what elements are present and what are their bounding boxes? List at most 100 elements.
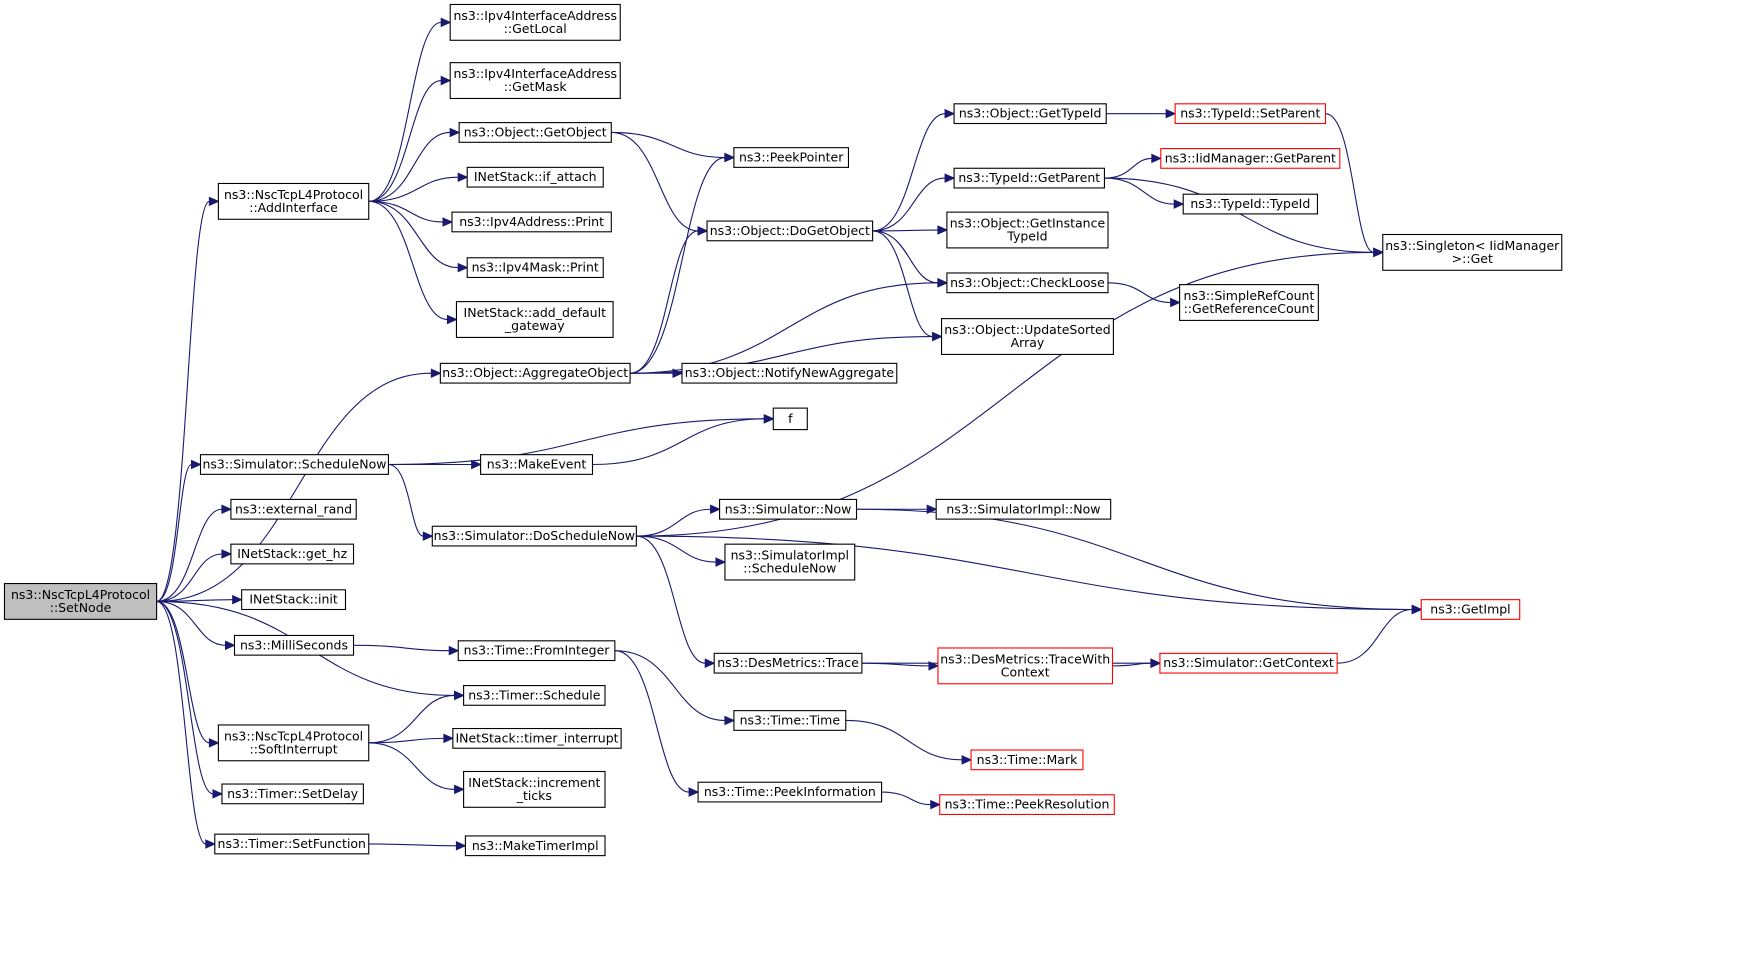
edge-arrowhead bbox=[457, 172, 469, 182]
node-label: ns3::external_rand bbox=[235, 501, 352, 516]
node-checkloose[interactable]: ns3::Object::CheckLoose bbox=[946, 272, 1109, 294]
call-edge bbox=[1108, 282, 1171, 304]
call-edge bbox=[872, 177, 946, 232]
node-timetime[interactable]: ns3::Time::Time bbox=[733, 710, 847, 731]
node-ipv4addrprint[interactable]: ns3::Ipv4Address::Print bbox=[451, 211, 612, 233]
edge-arrowhead bbox=[928, 661, 940, 671]
node-box bbox=[1182, 193, 1318, 215]
node-label: ns3::Simulator::DoScheduleNow bbox=[434, 528, 635, 543]
call-edge bbox=[872, 230, 938, 284]
edge-arrowhead bbox=[937, 225, 949, 235]
edge-arrowhead bbox=[449, 127, 461, 138]
call-edge bbox=[156, 200, 210, 602]
node-timerinterrupt[interactable]: INetStack::timer_interrupt bbox=[452, 727, 622, 749]
call-edge bbox=[368, 80, 442, 202]
node-setnode[interactable]: ns3::NscTcpL4Protocol::SetNode bbox=[3, 582, 158, 620]
node-adddefaultgw[interactable]: INetStack::add_default_gateway bbox=[455, 301, 614, 338]
edge-arrowhead bbox=[1170, 297, 1181, 308]
node-makeevent[interactable]: ns3::MakeEvent bbox=[480, 454, 594, 475]
node-simimplschedulenow[interactable]: ns3::SimulatorImpl::ScheduleNow bbox=[724, 543, 856, 581]
edge-arrowhead bbox=[446, 314, 458, 325]
node-gettypeid[interactable]: ns3::Object::GetTypeId bbox=[953, 103, 1107, 125]
node-simimplnow[interactable]: ns3::SimulatorImpl::Now bbox=[935, 498, 1112, 520]
node-notifynewagg[interactable]: ns3::Object::NotifyNewAggregate bbox=[681, 362, 898, 384]
node-setdelay[interactable]: ns3::Timer::SetDelay bbox=[221, 783, 364, 805]
node-box bbox=[464, 835, 606, 857]
node-peekresolution[interactable]: ns3::Time::PeekResolution bbox=[939, 794, 1115, 816]
node-getlocal[interactable]: ns3::Ipv4InterfaceAddress::GetLocal bbox=[449, 3, 621, 41]
node-milliseconds[interactable]: ns3::MilliSeconds bbox=[233, 634, 355, 656]
node-getcontext[interactable]: ns3::Simulator::GetContext bbox=[1159, 652, 1338, 674]
node-setfunction[interactable]: ns3::Timer::SetFunction bbox=[214, 833, 370, 855]
edge-arrowhead bbox=[457, 262, 469, 273]
call-edge bbox=[630, 282, 938, 374]
edge-arrowhead bbox=[190, 459, 202, 470]
node-label: ns3::Object::GetInstance bbox=[950, 216, 1106, 231]
edge-arrowhead bbox=[688, 787, 700, 797]
node-ipv4maskprint[interactable]: ns3::Ipv4Mask::Print bbox=[466, 257, 604, 279]
node-label: ns3::Ipv4Mask::Print bbox=[472, 260, 599, 275]
node-setparent[interactable]: ns3::TypeId::SetParent bbox=[1174, 103, 1327, 125]
node-box bbox=[217, 724, 370, 762]
node-simnow[interactable]: ns3::Simulator::Now bbox=[719, 498, 858, 520]
node-gethz[interactable]: INetStack::get_hz bbox=[230, 543, 355, 565]
node-getimpl[interactable]: ns3::GetImpl bbox=[1420, 599, 1521, 620]
node-label: INetStack::timer_interrupt bbox=[455, 730, 618, 745]
node-box bbox=[719, 498, 858, 520]
call-edge bbox=[1104, 177, 1175, 205]
call-edge bbox=[368, 176, 459, 202]
node-getrefcount[interactable]: ns3::SimpleRefCount::GetReferenceCount bbox=[1179, 284, 1319, 321]
edge-arrowhead bbox=[710, 504, 721, 515]
call-edge bbox=[630, 230, 699, 374]
call-edge bbox=[611, 131, 725, 159]
node-label: ns3::TypeId::SetParent bbox=[1180, 106, 1320, 121]
node-incrementticks[interactable]: INetStack::increment_ticks bbox=[463, 770, 606, 808]
node-box bbox=[1179, 284, 1319, 321]
node-ifattach[interactable]: INetStack::if_attach bbox=[466, 166, 604, 188]
node-iidgetparent[interactable]: ns3::IidManager::GetParent bbox=[1160, 148, 1341, 169]
call-edge bbox=[156, 600, 210, 744]
node-timemark[interactable]: ns3::Time::Mark bbox=[970, 749, 1084, 771]
node-label: ns3::NscTcpL4Protocol bbox=[224, 728, 363, 743]
node-box bbox=[1159, 652, 1338, 674]
call-edge bbox=[856, 508, 1413, 611]
call-edge bbox=[611, 131, 699, 232]
node-getmask[interactable]: ns3::Ipv4InterfaceAddress::GetMask bbox=[449, 62, 621, 100]
node-peekinformation[interactable]: ns3::Time::PeekInformation bbox=[697, 781, 883, 803]
node-peekpointer[interactable]: ns3::PeekPointer bbox=[733, 147, 850, 168]
node-box bbox=[199, 454, 389, 475]
node-frominteger[interactable]: ns3::Time::FromInteger bbox=[457, 640, 616, 662]
edge-arrowhead bbox=[442, 217, 454, 227]
edge-arrowhead bbox=[208, 738, 220, 748]
node-softinterrupt[interactable]: ns3::NscTcpL4Protocol::SoftInterrupt bbox=[217, 724, 370, 762]
node-aggregateobject[interactable]: ns3::Object::AggregateObject bbox=[439, 362, 631, 384]
node-init[interactable]: INetStack::init bbox=[241, 589, 347, 611]
node-box bbox=[953, 103, 1107, 125]
node-box bbox=[449, 3, 621, 41]
node-timerschedule[interactable]: ns3::Timer::Schedule bbox=[463, 685, 606, 706]
node-box bbox=[217, 182, 370, 220]
node-label: ns3::NscTcpL4Protocol bbox=[11, 587, 150, 602]
call-edge bbox=[592, 418, 765, 466]
edge-arrowhead bbox=[944, 108, 956, 119]
node-getobject[interactable]: ns3::Object::GetObject bbox=[458, 122, 612, 143]
node-getparent[interactable]: ns3::TypeId::GetParent bbox=[953, 167, 1105, 189]
node-typeidtypeid[interactable]: ns3::TypeId::TypeId bbox=[1182, 193, 1318, 215]
call-edge bbox=[1104, 177, 1374, 253]
node-dogetobject[interactable]: ns3::Object::DoGetObject bbox=[706, 220, 874, 242]
node-addinterface[interactable]: ns3::NscTcpL4Protocol::AddInterface bbox=[217, 182, 370, 220]
node-desmetricstrace[interactable]: ns3::DesMetrics::Trace bbox=[713, 652, 863, 674]
node-singletonget[interactable]: ns3::Singleton< IidManager >::Get bbox=[1382, 233, 1563, 271]
node-doschedulenow[interactable]: ns3::Simulator::DoScheduleNow bbox=[431, 525, 637, 547]
node-maketimerimpl[interactable]: ns3::MakeTimerImpl bbox=[464, 835, 606, 857]
call-edge bbox=[156, 372, 432, 602]
node-externalrand[interactable]: ns3::external_rand bbox=[230, 498, 357, 520]
node-f[interactable]: f bbox=[772, 407, 808, 431]
node-schedulenow[interactable]: ns3::Simulator::ScheduleNow bbox=[199, 454, 389, 475]
node-box bbox=[1420, 599, 1521, 620]
node-box bbox=[733, 710, 847, 731]
